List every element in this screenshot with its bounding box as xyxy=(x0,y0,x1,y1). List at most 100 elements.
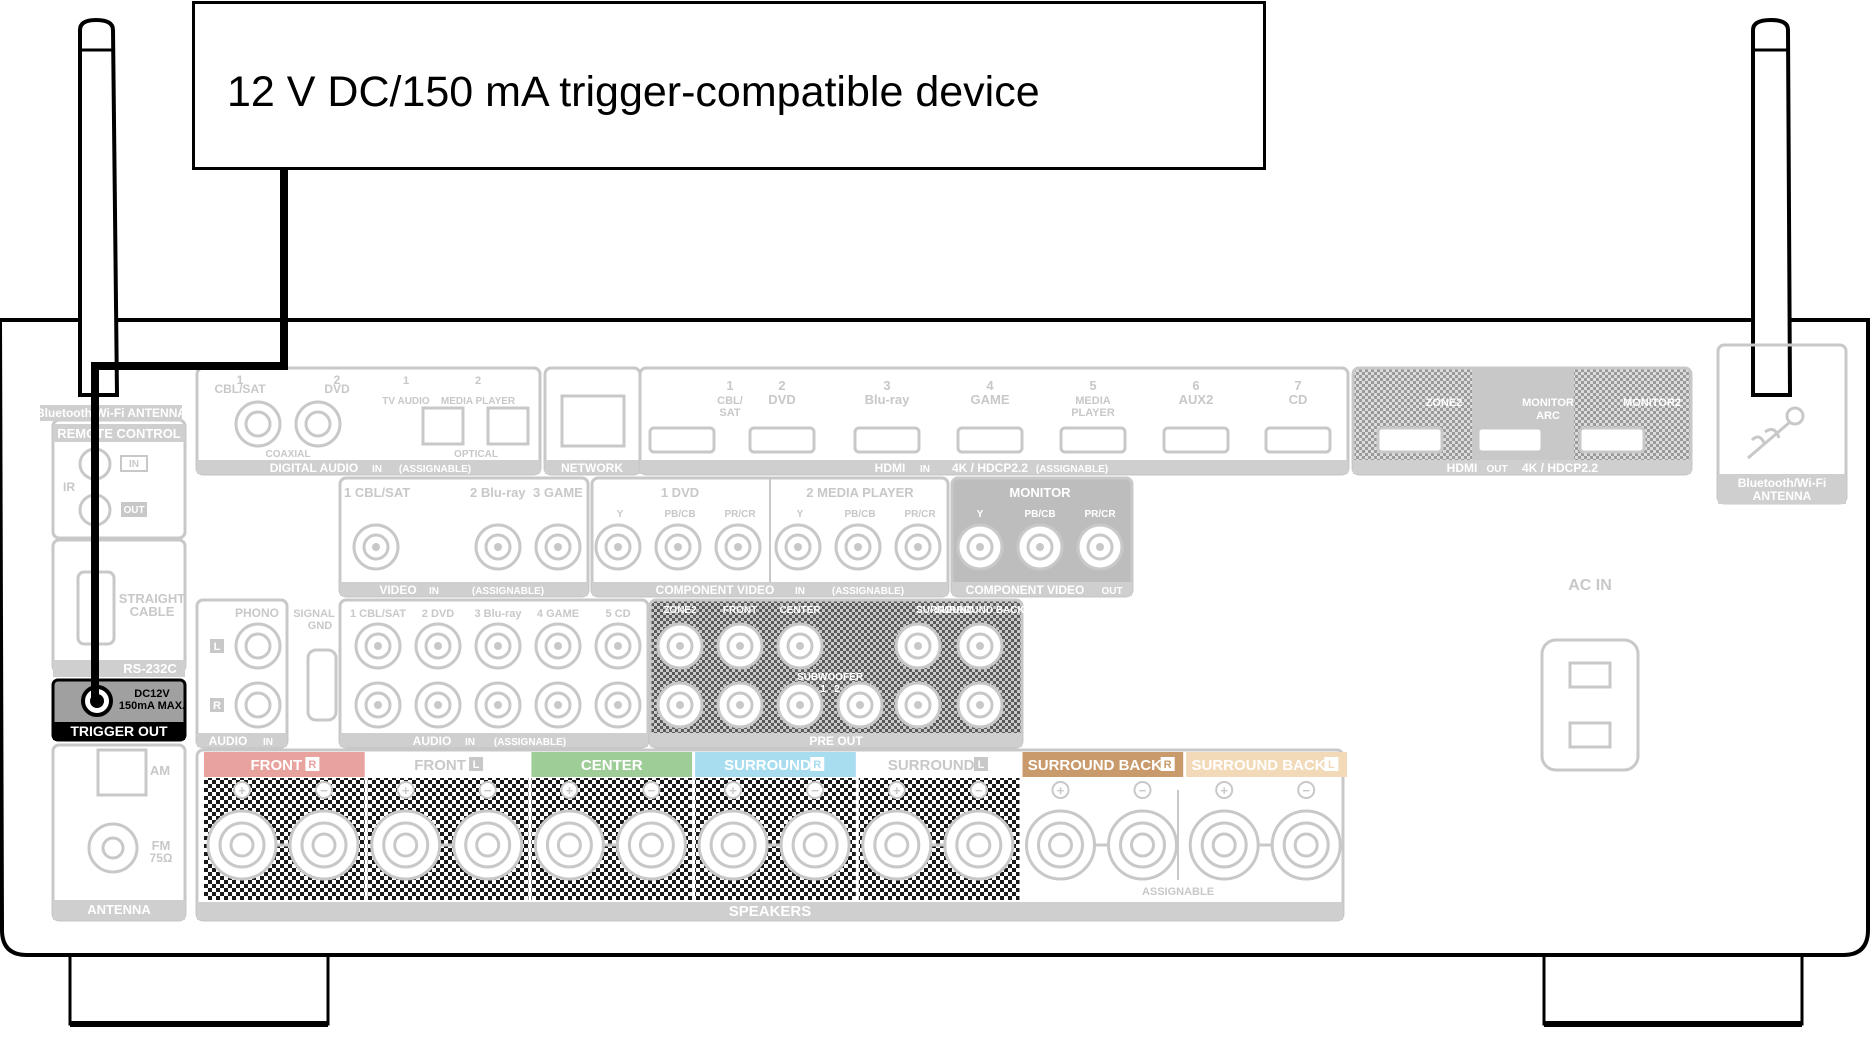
hdmi-in-num-2: 2 xyxy=(778,378,785,393)
da-1-num: 1 xyxy=(237,373,244,387)
component-out-pb: PB/CB xyxy=(1024,509,1055,520)
component-in-group1: 1 DVD xyxy=(661,485,699,500)
phono-r-jack[interactable] xyxy=(234,681,282,729)
hdmi-out-title: HDMI xyxy=(1447,461,1478,475)
speaker-terminal-5-1[interactable] xyxy=(861,809,933,881)
speaker-terminal-2-2[interactable] xyxy=(452,809,524,881)
phono-label: PHONO xyxy=(235,606,279,620)
signal-gnd-terminal[interactable] xyxy=(306,648,338,722)
speaker-terminal-4-1[interactable] xyxy=(697,809,769,881)
video-in-assignable: (ASSIGNABLE) xyxy=(472,586,544,597)
component-out-monitor: MONITOR xyxy=(1009,485,1071,500)
speaker-header-4 xyxy=(695,752,856,777)
component-in-tag: IN xyxy=(795,586,805,597)
speaker-header-7 xyxy=(1186,752,1347,777)
fm-label: FM xyxy=(152,838,171,853)
audio-in-label-2: 2 DVD xyxy=(422,608,454,620)
speaker-terminal-3-2[interactable] xyxy=(615,809,687,881)
hdmi-in-name-4: GAME xyxy=(971,392,1010,407)
speaker-terminal-2-1[interactable] xyxy=(370,809,442,881)
network-port[interactable] xyxy=(560,394,626,448)
hdmi-in-port-7[interactable] xyxy=(1264,426,1332,454)
pre-out-label-3: CENTER xyxy=(779,605,821,616)
hdmi-in-num-1: 1 xyxy=(726,378,733,393)
speaker-group-name-5: SURROUND xyxy=(888,757,975,774)
hdmi-in-name-1: CBL/ xyxy=(717,395,743,407)
da-2-name: DVD xyxy=(324,382,350,396)
subwoofer-2: 2 xyxy=(834,684,840,695)
speaker-polarity-6-2: − xyxy=(1139,783,1147,798)
hdmi-in-name-2: DVD xyxy=(768,392,795,407)
speaker-polarity-5-1: + xyxy=(893,783,901,798)
left-foot xyxy=(68,952,330,1026)
gnd-label: GND xyxy=(308,620,333,632)
hdmi-in-num-4: 4 xyxy=(986,378,994,393)
trigger-device-box: 12 V DC/150 mA trigger-compatible device xyxy=(192,1,1266,170)
hdmi-in-name-5: PLAYER xyxy=(1071,407,1115,419)
hdmi-out-monitor2-port[interactable] xyxy=(1578,426,1646,454)
video-in-title: VIDEO xyxy=(379,583,416,597)
hdmi-out-tag: OUT xyxy=(1486,464,1507,475)
audio-in-tag: IN xyxy=(465,737,475,748)
hdmi-in-name-3: Blu-ray xyxy=(865,392,911,407)
ir-in-label: IN xyxy=(129,459,139,470)
hdmi-out-zone2: ZONE2 xyxy=(1426,397,1463,409)
ac-in-socket[interactable] xyxy=(1540,638,1640,772)
da-2-num: 2 xyxy=(334,373,341,387)
trigger-out-title: TRIGGER OUT xyxy=(70,723,168,739)
speaker-group-side-5: L xyxy=(978,759,985,771)
phono-l-jack[interactable] xyxy=(234,622,282,670)
fm-ohm: 75Ω xyxy=(150,851,173,865)
da-4-name: MEDIA PLAYER xyxy=(441,396,516,407)
hdmi-out-monitor-port[interactable] xyxy=(1476,426,1544,454)
hdmi-out-monitor2: MONITOR2 xyxy=(1623,397,1681,409)
coax-1-jack[interactable] xyxy=(234,400,282,448)
speaker-terminal-3-1[interactable] xyxy=(533,809,605,881)
da-3-name: TV AUDIO xyxy=(382,396,430,407)
speaker-group-name-3: CENTER xyxy=(581,757,643,774)
am-terminal[interactable] xyxy=(96,748,148,797)
speaker-group-name-4: SURROUND xyxy=(724,757,811,774)
component-in-group2: 2 MEDIA PLAYER xyxy=(806,485,914,500)
coax-2-jack[interactable] xyxy=(294,400,342,448)
hdmi-out-zone2-port[interactable] xyxy=(1376,426,1444,454)
speaker-polarity-7-1: + xyxy=(1220,783,1228,798)
audio-in-label-5: 5 CD xyxy=(605,608,630,620)
hdmi-in-name-6: AUX2 xyxy=(1179,392,1214,407)
optical-1-jack[interactable] xyxy=(421,406,465,446)
rs232c-line1: STRAIGHT xyxy=(119,591,186,606)
speaker-terminal-5-2[interactable] xyxy=(943,809,1015,881)
speaker-terminal-1-1[interactable] xyxy=(206,809,278,881)
hdmi-in-port-3[interactable] xyxy=(853,426,921,454)
speaker-terminal-7-1[interactable] xyxy=(1188,809,1260,881)
hdmi-in-port-6[interactable] xyxy=(1162,426,1230,454)
speaker-terminal-4-2[interactable] xyxy=(779,809,851,881)
hdmi-in-assignable: (ASSIGNABLE) xyxy=(1036,464,1108,475)
speaker-header-2 xyxy=(367,752,529,777)
audio-in-label-4: 4 GAME xyxy=(537,608,579,620)
rs232c-title: RS-232C xyxy=(123,661,177,676)
hdmi-in-port-5[interactable] xyxy=(1059,426,1127,454)
speaker-group-side-2: L xyxy=(473,759,480,771)
speaker-polarity-3-1: + xyxy=(566,783,574,798)
hdmi-out-spec: 4K / HDCP2.2 xyxy=(1522,461,1598,475)
hdmi-in-port-2[interactable] xyxy=(748,426,816,454)
digital-audio-in: IN xyxy=(372,464,382,475)
speaker-terminal-1-2[interactable] xyxy=(288,809,360,881)
component-in-sub-2: PB/CB xyxy=(664,509,695,520)
speaker-terminal-6-2[interactable] xyxy=(1107,809,1178,881)
right-antenna xyxy=(1751,17,1793,397)
optical-2-jack[interactable] xyxy=(486,406,530,446)
hdmi-in-port-1[interactable] xyxy=(648,426,716,454)
ac-in-label: AC IN xyxy=(1568,577,1612,594)
am-label: AM xyxy=(150,763,170,778)
speaker-polarity-1-1: + xyxy=(238,783,246,798)
ir-label: IR xyxy=(63,480,75,494)
hdmi-in-port-4[interactable] xyxy=(956,426,1024,454)
hdmi-in-num-7: 7 xyxy=(1294,378,1301,393)
pre-out-label-1: ZONE2 xyxy=(663,605,697,616)
phono-r: R xyxy=(213,700,221,712)
speaker-terminal-7-2[interactable] xyxy=(1270,809,1342,881)
speaker-terminal-6-1[interactable] xyxy=(1025,809,1096,881)
